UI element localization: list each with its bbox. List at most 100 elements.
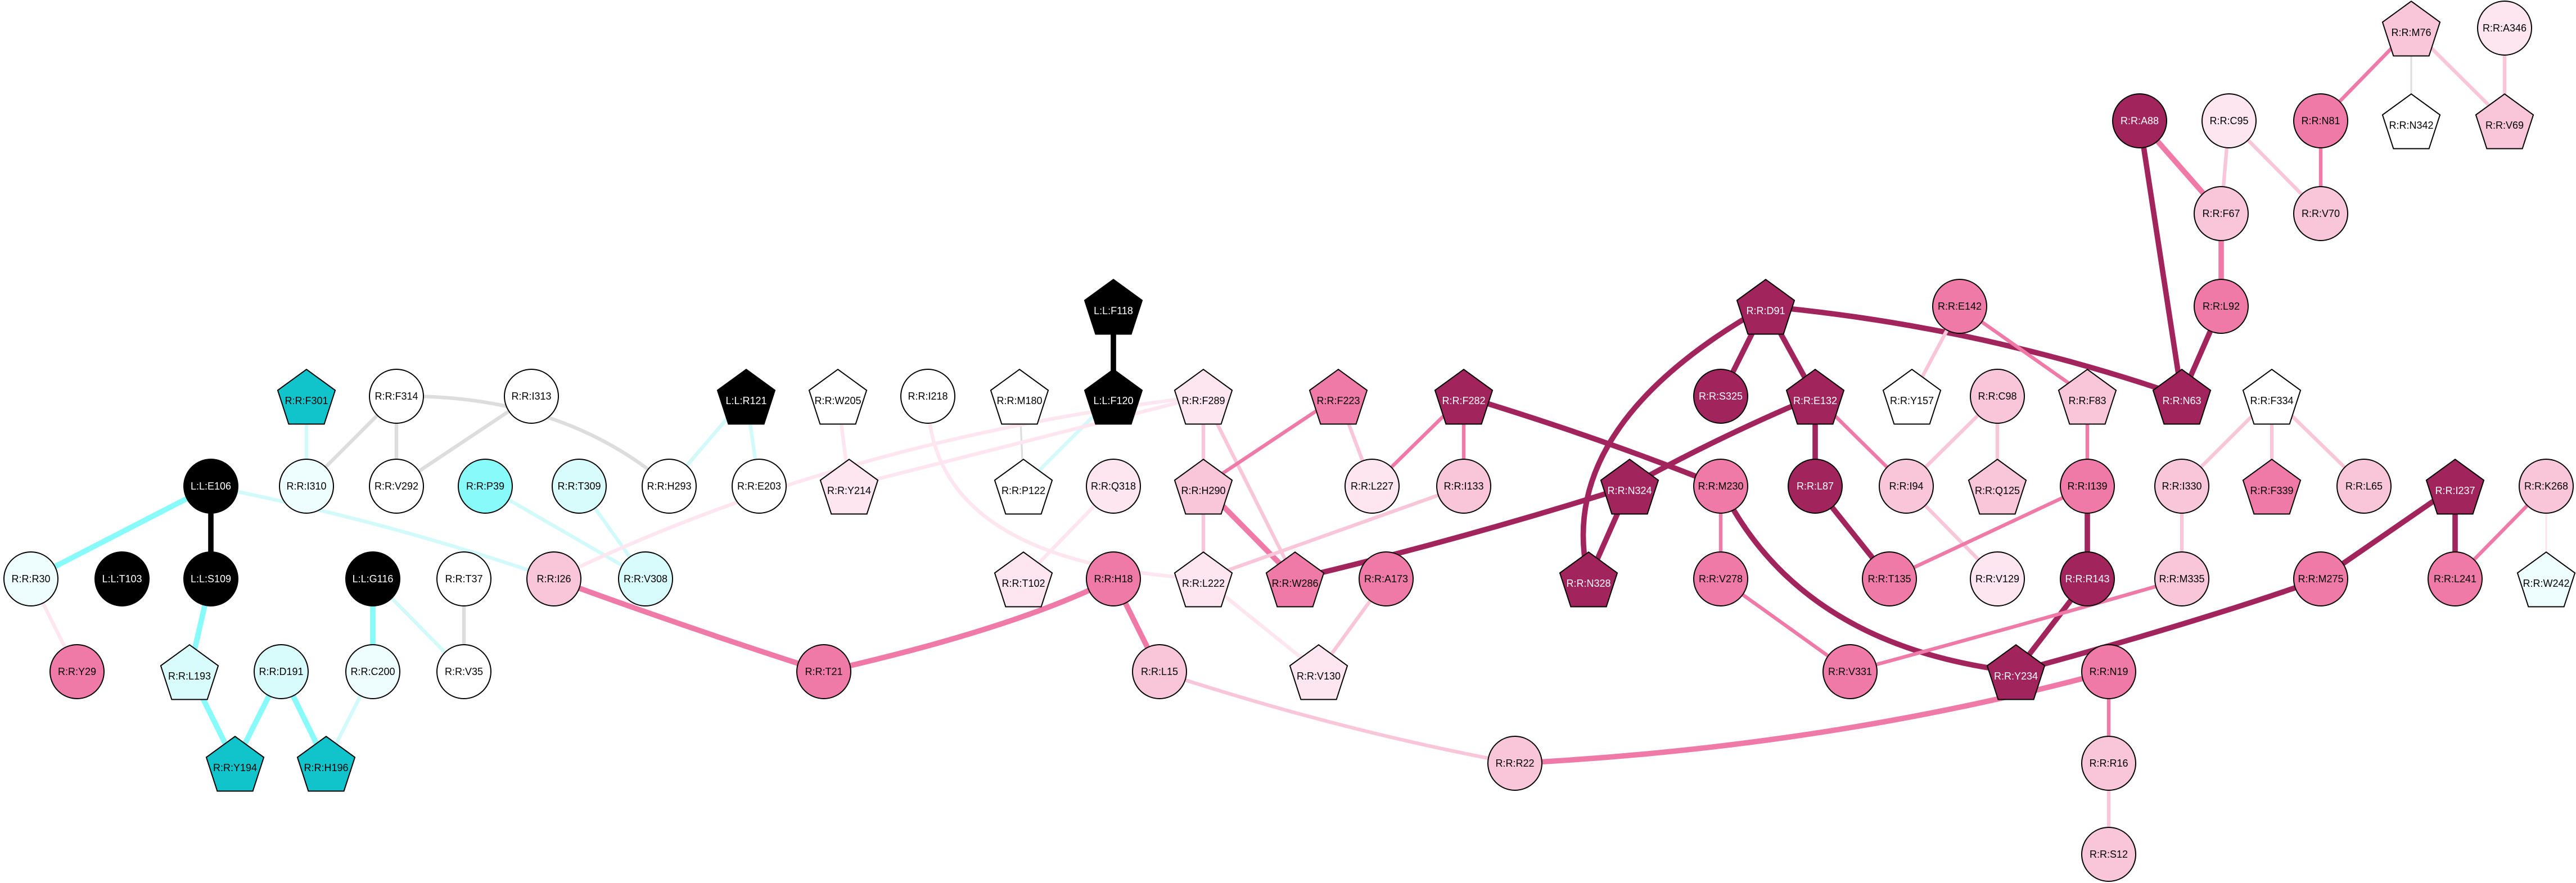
edge-r-r-i133-to-r-r-l222 [1201,484,1466,581]
node-pentagon-shape [1968,458,2027,515]
node-label: R:R:V35 [445,666,483,677]
node-circle-shape [552,459,607,514]
node-circle-shape [1436,459,1491,514]
edge-r-r-m335-to-r-r-v331 [1848,577,2184,674]
node-label: R:R:N63 [2162,395,2201,406]
node-pentagon-shape [1736,278,1795,335]
node-r-r-c200: R:R:C200 [345,644,400,699]
node-label: R:R:V129 [1975,573,2019,585]
node-r-r-l65: R:R:L65 [2336,459,2392,514]
node-label: R:R:I94 [1889,481,1923,492]
node-r-r-y157: R:R:Y157 [1882,368,1942,425]
node-label: R:R:F83 [2068,395,2106,406]
node-circle-shape [1345,459,1400,514]
node-label: R:R:L87 [1797,481,1834,492]
edge-r-r-d91-to-r-r-n328 [1580,304,1769,582]
node-label: R:R:Y157 [1890,395,1934,406]
node-circle-shape [1132,644,1187,699]
node-r-r-a88: R:R:A88 [2112,93,2167,148]
node-label: R:R:K268 [2524,481,2568,492]
node-label: R:R:A173 [1364,573,1408,585]
node-pentagon-shape [2516,551,2576,608]
node-r-r-w286: R:R:W286 [1265,551,1325,608]
node-circle-shape [2060,459,2115,514]
node-label: R:R:E142 [1938,301,1982,312]
node-circle-shape [3,551,58,606]
node-label: L:L:F120 [1093,395,1133,406]
node-r-r-v331: R:R:V331 [1822,644,1878,699]
node-pentagon-shape [1289,644,1348,700]
node-r-r-i218: R:R:I218 [900,369,955,424]
node-circle-shape [2194,186,2249,241]
node-circle-shape [900,369,955,424]
node-label: R:R:V130 [1297,671,1341,682]
node-label: R:R:I26 [536,573,571,585]
node-circle-shape [1359,551,1414,606]
edge-layer [28,26,2548,857]
node-r-r-i330: R:R:I330 [2154,459,2209,514]
node-r-r-l92: R:R:L92 [2194,279,2249,334]
node-label: R:R:W205 [814,395,861,406]
node-l-l-g116: L:L:G116 [345,551,400,606]
node-label: R:R:C200 [350,666,395,677]
node-circle-shape [504,369,559,424]
node-r-r-p39: R:R:P39 [458,459,513,514]
node-circle-shape [2194,279,2249,334]
node-r-r-k268: R:R:K268 [2519,459,2574,514]
node-l-l-t103: L:L:T103 [94,551,150,606]
node-r-r-p122: R:R:P122 [994,458,1053,515]
node-r-r-r143: R:R:R143 [2060,551,2115,606]
node-circle-shape [2112,93,2167,148]
node-r-r-r22: R:R:R22 [1487,736,1542,791]
node-r-r-m275: R:R:M275 [2293,551,2348,606]
node-pentagon-shape [808,368,868,425]
node-r-r-y214: R:R:Y214 [819,458,879,515]
node-circle-shape [732,459,787,514]
node-l-l-s109: L:L:S109 [183,551,238,606]
node-l-l-f120: L:L:F120 [1084,368,1143,425]
node-r-r-l87: R:R:L87 [1788,459,1843,514]
node-label: L:L:E106 [191,481,231,492]
node-r-r-i313: R:R:I313 [504,369,559,424]
node-circle-shape [1788,459,1843,514]
node-label: R:R:R16 [2089,758,2128,769]
node-pentagon-shape [2152,368,2212,425]
node-label: R:R:N328 [1566,578,1610,589]
node-pentagon-shape [2475,93,2534,150]
node-label: R:R:L222 [1182,578,1225,589]
node-label: R:R:D191 [259,666,303,677]
node-circle-shape [2154,551,2209,606]
node-label: R:R:T37 [445,573,482,585]
edge-r-r-i218-to-r-r-l222 [926,394,1206,581]
node-circle-shape [642,459,697,514]
node-r-r-t21: R:R:T21 [796,644,851,699]
node-r-r-f334: R:R:F334 [2242,368,2302,425]
node-label: R:R:P122 [1001,485,1045,496]
node-pentagon-shape [1600,458,1659,515]
node-r-r-i237: R:R:I237 [2425,458,2485,515]
node-r-r-t309: R:R:T309 [552,459,607,514]
node-pentagon-shape [2242,458,2302,515]
node-circle-shape [2293,551,2348,606]
node-pentagon-shape [1559,551,1618,608]
node-label: R:R:T135 [1867,573,1911,585]
node-label: R:R:Q318 [1091,481,1136,492]
node-label: R:R:C95 [2209,115,2248,126]
node-circle-shape [94,551,150,606]
node-r-r-f289: R:R:F289 [1174,368,1233,425]
node-circle-shape [2201,93,2257,148]
node-label: R:R:V292 [375,481,418,492]
node-label: R:R:M335 [2159,573,2204,585]
node-label: L:L:G116 [353,573,394,585]
node-circle-shape [1879,459,1934,514]
node-r-r-q318: R:R:Q318 [1086,459,1141,514]
node-circle-shape [1487,736,1542,791]
node-r-r-c98: R:R:C98 [1970,369,2025,424]
node-circle-shape [2060,551,2115,606]
node-circle-shape [1970,551,2025,606]
node-circle-shape [618,551,673,606]
node-label: R:R:F339 [2250,485,2293,496]
node-label: R:R:S12 [2090,849,2128,860]
node-circle-shape [1932,279,1987,334]
node-label: R:R:F301 [285,395,328,406]
